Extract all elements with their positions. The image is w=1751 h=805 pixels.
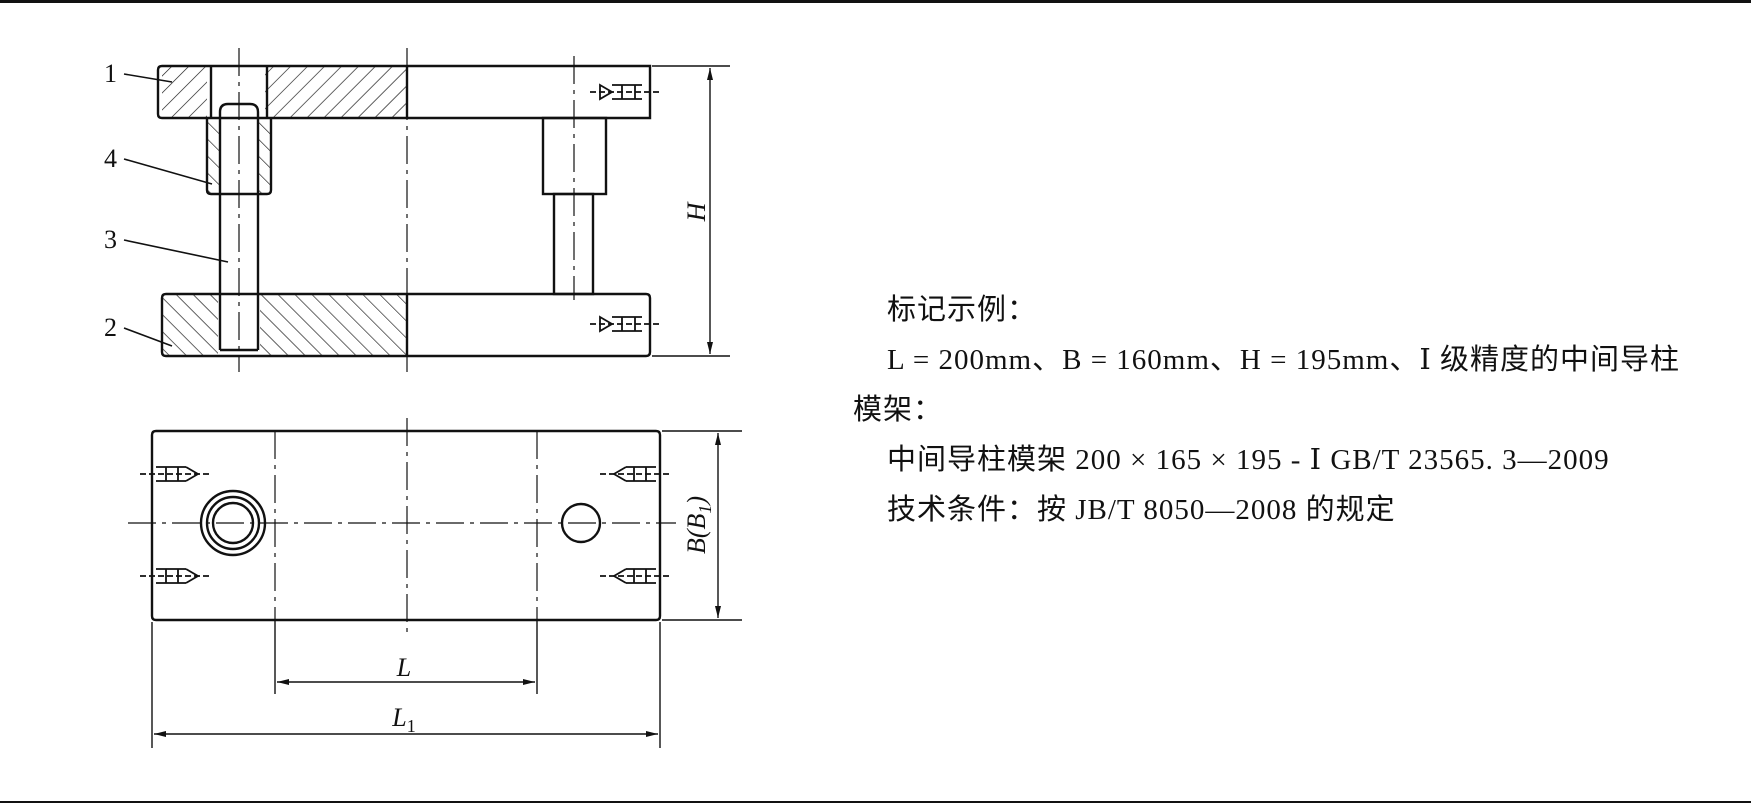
front-view — [156, 64, 660, 358]
marking-example-line-3: 中间导柱模架 200 × 165 × 195 - Ⅰ GB/T 23565. 3… — [887, 444, 1610, 476]
lower-plate-outline — [160, 292, 652, 358]
plan-screw-bottom-left — [140, 568, 212, 584]
guide-bushing-hatch-right — [257, 118, 271, 194]
technical-conditions-line: 技术条件：按 JB/T 8050—2008 的规定 — [887, 494, 1396, 526]
plan-screw-bottom-right — [600, 568, 672, 584]
screw-symbol-upper — [590, 83, 660, 101]
lower-plate-hatch-left — [162, 294, 218, 356]
width-dimension — [662, 430, 742, 621]
overall-length-dimension-label: L1 — [391, 703, 415, 736]
length-dimension-label: L — [396, 653, 411, 682]
top-view-center-lines — [128, 418, 676, 632]
plan-screw-top-left — [140, 466, 212, 482]
upper-plate-hatch-right — [265, 66, 407, 118]
lower-plate-hatch-right — [260, 294, 407, 356]
part-number-2: 2 — [104, 313, 117, 342]
marking-example-line-2: 模架： — [853, 394, 944, 426]
length-dimension — [274, 620, 538, 694]
front-view-center-lines — [238, 48, 575, 372]
part-leaders — [123, 73, 229, 347]
upper-plate-hatch-left — [162, 66, 207, 118]
top-view-plate-outline — [150, 429, 662, 622]
height-dimension-label: H — [682, 201, 711, 222]
part-number-1: 1 — [104, 59, 117, 88]
marking-example-heading: 标记示例： — [887, 294, 1038, 326]
part-number-4: 4 — [104, 144, 117, 173]
part-number-3: 3 — [104, 225, 117, 254]
overall-length-dimension — [151, 622, 661, 748]
plan-screw-symbols — [140, 466, 672, 584]
top-view — [150, 429, 662, 622]
height-dimension — [652, 65, 730, 357]
marking-example-line-1: L = 200mm、B = 160mm、H = 195mm、Ⅰ 级精度的中间导柱 — [887, 344, 1681, 376]
upper-plate-outline — [156, 64, 652, 120]
screw-symbol-lower — [590, 315, 660, 333]
guide-bushing-hatch-left — [207, 118, 221, 194]
width-dimension-label: B(B1) — [682, 496, 715, 554]
plan-screw-top-right — [600, 466, 672, 482]
